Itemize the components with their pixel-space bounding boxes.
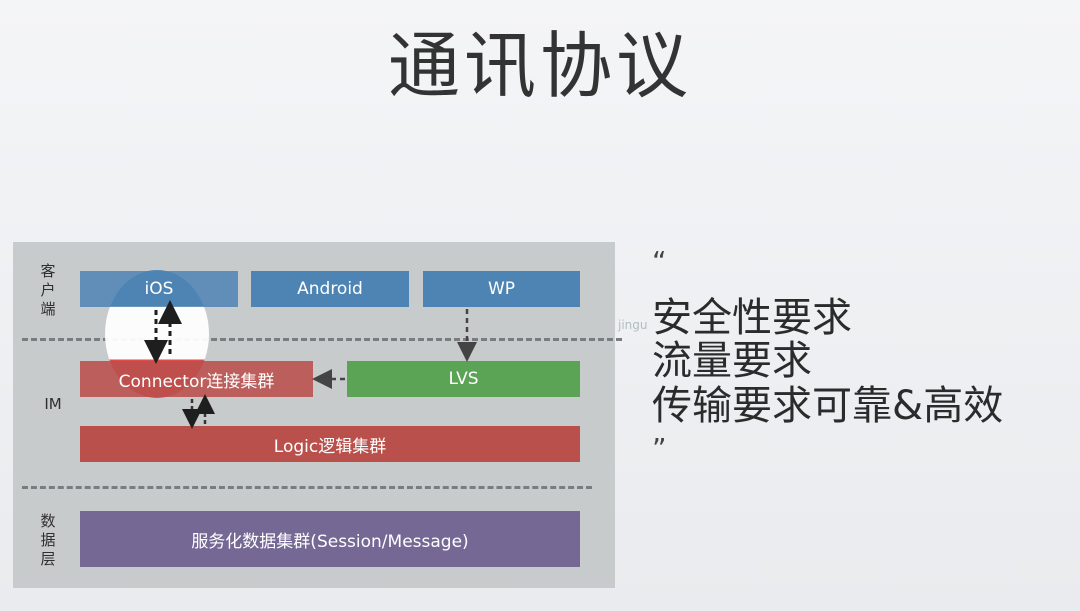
quote-open: “	[652, 245, 667, 278]
android-box: Android	[251, 271, 409, 307]
layer-label-im: IM	[44, 395, 62, 413]
quote-close: ”	[652, 432, 667, 465]
wp-box: WP	[423, 271, 580, 307]
watermark: jingu	[618, 318, 648, 332]
client-im-divider	[22, 338, 622, 341]
im-data-divider	[22, 486, 592, 489]
layer-label-data: 数据层	[40, 512, 56, 568]
requirement-security: 安全性要求	[652, 295, 852, 341]
requirement-traffic: 流量要求	[652, 338, 812, 384]
requirement-transport: 传输要求可靠&高效	[652, 383, 1004, 429]
logic-box: Logic逻辑集群	[80, 426, 580, 462]
lvs-box: LVS	[347, 361, 580, 397]
connector-box: Connector连接集群	[80, 361, 313, 397]
layer-label-client: 客户端	[40, 262, 56, 318]
slide-title: 通讯协议	[387, 24, 692, 108]
data-service-box: 服务化数据集群(Session/Message)	[80, 511, 580, 567]
